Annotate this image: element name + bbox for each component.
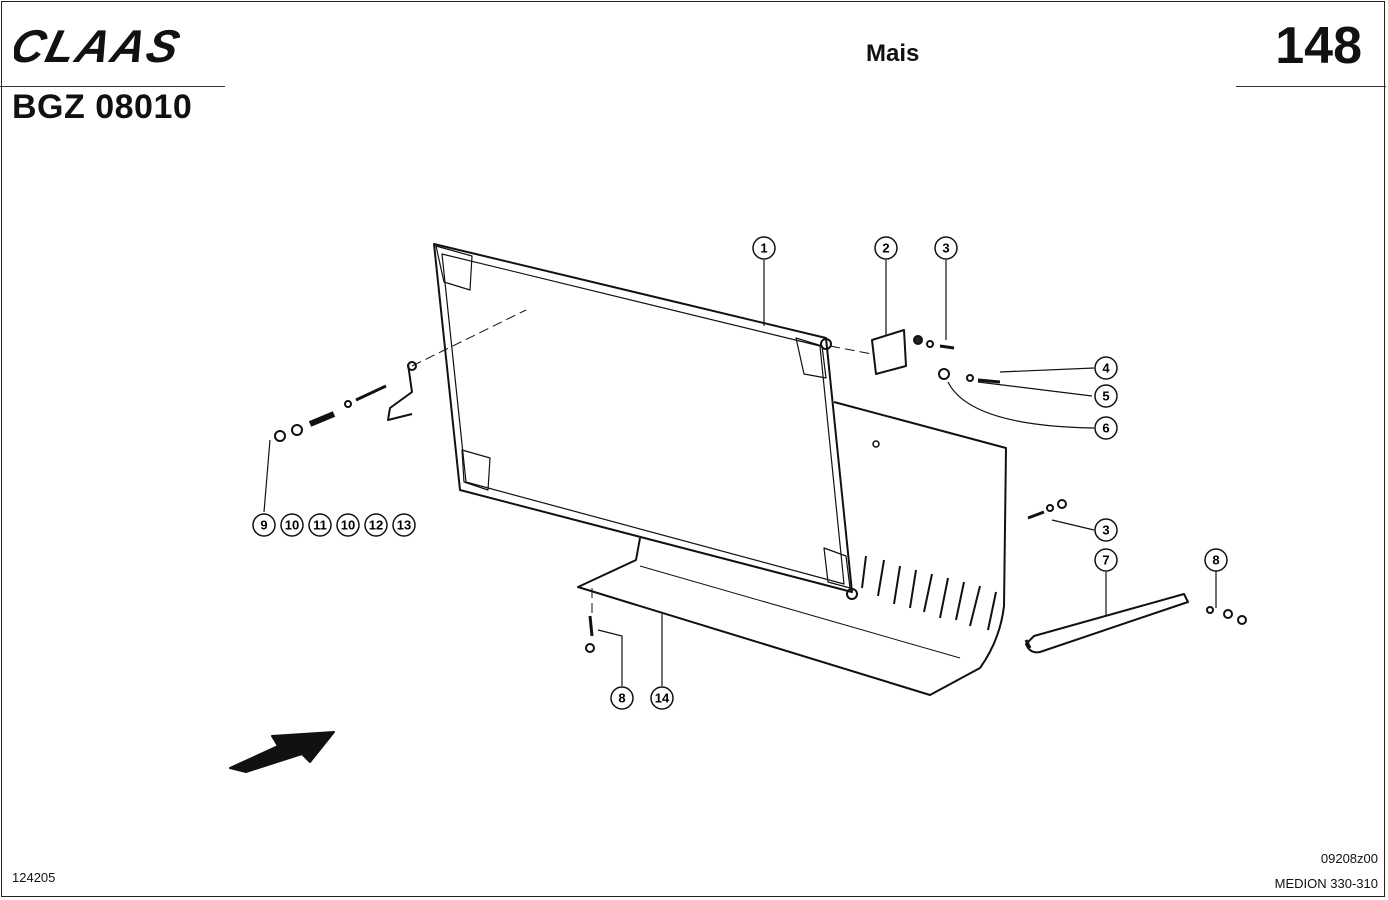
callout-c12: 12	[364, 513, 388, 537]
callout-circle	[1094, 548, 1118, 572]
bolts-group	[585, 499, 1067, 653]
tines-row	[861, 555, 997, 631]
adjustment-strip	[1024, 593, 1247, 654]
leader-lines	[263, 260, 1217, 686]
callout-c10b: 10	[336, 513, 360, 537]
header-rule-right	[1236, 86, 1386, 87]
callout-circle	[252, 513, 276, 537]
callout-c11: 11	[308, 513, 332, 537]
callout-circle	[752, 236, 776, 260]
page-number: 148	[1275, 17, 1362, 75]
callout-circle	[1204, 548, 1228, 572]
callout-label: 12	[369, 518, 383, 533]
callout-c5: 5	[1094, 384, 1118, 408]
callout-c14: 14	[650, 686, 674, 710]
alignment-lines	[411, 309, 873, 616]
callout-c1: 1	[752, 236, 776, 260]
callout-label: 13	[397, 518, 411, 533]
logo-text: CLAAS	[14, 22, 187, 70]
callout-label: 7	[1102, 553, 1109, 568]
callout-c9: 9	[252, 513, 276, 537]
callout-label: 2	[882, 241, 889, 256]
callout-circle	[1094, 518, 1118, 542]
claas-logo: CLAAS	[14, 22, 187, 70]
callout-circle	[364, 513, 388, 537]
callout-c10a: 10	[280, 513, 304, 537]
callout-c6: 6	[1094, 416, 1118, 440]
callout-label: 10	[285, 518, 299, 533]
callout-c8a: 8	[1204, 548, 1228, 572]
callout-c3a: 3	[934, 236, 958, 260]
callout-circle	[1094, 416, 1118, 440]
callout-circle	[308, 513, 332, 537]
callout-label: 10	[341, 518, 355, 533]
callout-c13: 13	[392, 513, 416, 537]
machine-name: MEDION 330-310	[1274, 876, 1378, 891]
rear-deflector-panel	[577, 401, 1007, 696]
callout-c7: 7	[1094, 548, 1118, 572]
callout-label: 5	[1102, 389, 1109, 404]
callout-label: 3	[1102, 523, 1109, 538]
spring-assembly	[274, 361, 417, 442]
callout-label: 8	[1212, 553, 1219, 568]
model-code: BGZ 08010	[12, 88, 193, 126]
header-rule-left	[0, 86, 225, 87]
callout-label: 6	[1102, 421, 1109, 436]
callout-c3b: 3	[1094, 518, 1118, 542]
callout-circle	[610, 686, 634, 710]
callout-circle	[1094, 356, 1118, 380]
callout-label: 8	[618, 691, 625, 706]
callout-label: 14	[655, 691, 670, 706]
footer-left-code: 124205	[12, 870, 56, 885]
callout-label: 4	[1102, 361, 1110, 376]
callout-c4: 4	[1094, 356, 1118, 380]
callout-circle	[934, 236, 958, 260]
callout-circle	[336, 513, 360, 537]
callout-c2: 2	[874, 236, 898, 260]
drawing-code: 09208z00	[1320, 851, 1378, 866]
callout-label: 1	[760, 241, 767, 256]
callout-circle	[650, 686, 674, 710]
callout-label: 9	[260, 518, 267, 533]
callout-label: 11	[313, 518, 327, 533]
callout-c8b: 8	[610, 686, 634, 710]
section-title: Mais	[866, 40, 920, 67]
callout-circle	[392, 513, 416, 537]
callout-circle	[280, 513, 304, 537]
main-frame	[433, 243, 858, 600]
bracket-plate	[871, 329, 1001, 384]
callout-circle	[1094, 384, 1118, 408]
direction-arrow	[229, 731, 335, 773]
callout-label: 3	[942, 241, 949, 256]
callout-circle	[874, 236, 898, 260]
